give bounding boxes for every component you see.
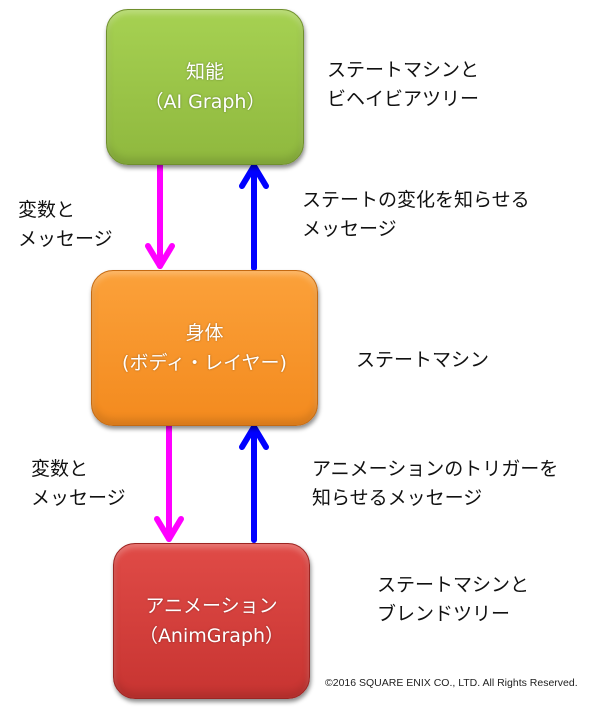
intelligence-node: 知能 （AI Graph） [106,9,304,165]
animation-node: アニメーション （AnimGraph） [113,543,310,699]
body-node: 身体 (ボディ・レイヤー) [91,270,318,426]
intel-to-body-label: 変数と メッセージ [18,196,113,254]
animation-side-note-line1: ステートマシンと [377,574,530,596]
animation-side-note: ステートマシンと ブレンドツリー [377,571,529,629]
intel-to-body-label-line1: 変数と [18,199,76,221]
intelligence-side-note: ステートマシンと ビヘイビアツリー [327,56,479,114]
body-to-anim-label-line2: メッセージ [31,487,126,509]
body-to-anim-label-line1: 変数と [31,458,89,480]
body-to-intel-label-line2: メッセージ [302,218,397,240]
body-to-intel-label-line1: ステートの変化を知らせる [302,189,530,211]
intelligence-side-note-line2: ビヘイビアツリー [327,88,480,110]
intelligence-node-title: 知能 [185,61,224,83]
arrow-body-to-intel [239,163,269,271]
body-to-anim-label: 変数と メッセージ [31,455,126,513]
body-side-note-line1: ステートマシン [356,349,490,371]
body-node-subtitle: (ボディ・レイヤー) [122,352,287,374]
arrow-intel-to-body [145,160,175,269]
arrow-body-to-anim [154,421,184,542]
anim-to-body-label-line2: 知らせるメッセージ [312,487,483,509]
anim-to-body-label-line1: アニメーションのトリガーを [312,458,559,480]
body-to-intel-label: ステートの変化を知らせる メッセージ [302,186,530,244]
copyright-notice: ©2016 SQUARE ENIX CO., LTD. All Rights R… [325,677,578,689]
animation-node-subtitle: （AnimGraph） [138,625,285,647]
intelligence-side-note-line1: ステートマシンと [327,59,480,81]
intel-to-body-label-line2: メッセージ [18,228,113,250]
anim-to-body-label: アニメーションのトリガーを 知らせるメッセージ [312,455,558,513]
body-side-note: ステートマシン [356,346,489,375]
arrow-anim-to-body [239,424,269,543]
intelligence-node-subtitle: （AI Graph） [144,91,266,113]
animation-node-title: アニメーション [145,595,278,617]
animation-side-note-line2: ブレンドツリー [377,603,511,625]
body-node-title: 身体 [185,322,224,344]
